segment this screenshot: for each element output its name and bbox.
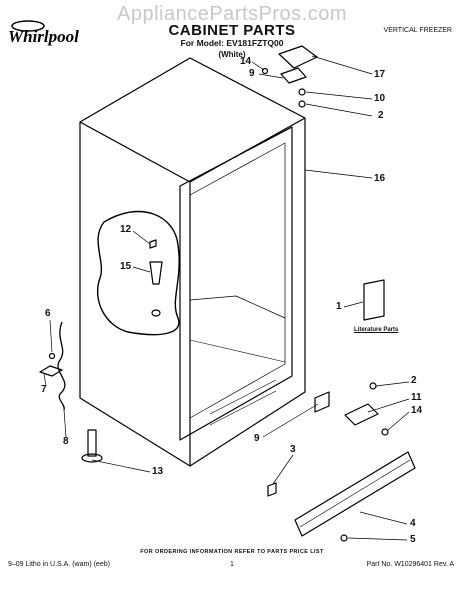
- side-cutaway: [96, 210, 180, 336]
- page-title: CABINET PARTS: [168, 22, 296, 39]
- hinge-cover: [278, 45, 318, 69]
- callout-14: 14: [240, 56, 252, 67]
- callout-12: 12: [120, 224, 132, 235]
- callout-17: 17: [374, 69, 386, 80]
- callout-2b: 2: [411, 375, 417, 386]
- svg-text:Whirlpool: Whirlpool: [8, 27, 79, 46]
- footer-part-number: Part No. W10296401 Rev. A: [366, 561, 454, 568]
- callout-6: 6: [45, 308, 51, 319]
- base-grille: [294, 451, 416, 537]
- callout-16: 16: [374, 173, 386, 184]
- callout-4: 4: [410, 518, 416, 529]
- callout-11: 11: [411, 392, 422, 403]
- product-category: VERTICAL FREEZER: [383, 27, 452, 34]
- cabinet-outline: [79, 57, 306, 467]
- callout-3: 3: [290, 444, 296, 455]
- callout-1: 1: [336, 301, 342, 312]
- model-color: (White): [218, 50, 246, 59]
- callout-2: 2: [378, 110, 384, 121]
- callout-9: 9: [249, 68, 255, 79]
- callout-14b: 14: [411, 405, 423, 416]
- power-cord: [57, 321, 66, 411]
- callout-5: 5: [410, 534, 416, 545]
- literature-parts-label: Literature Parts: [354, 327, 399, 333]
- callout-9b: 9: [254, 433, 260, 444]
- ordering-note: FOR ORDERING INFORMATION REFER TO PARTS …: [140, 549, 324, 555]
- whirlpool-logo: Whirlpool: [8, 20, 79, 46]
- literature-booklet: [363, 279, 385, 321]
- callout-8: 8: [63, 436, 69, 447]
- footer-litho: 9–09 Litho in U.S.A. (wam) (eeb): [8, 561, 110, 568]
- callout-15: 15: [120, 261, 132, 272]
- watermark: AppliancePartsPros.com: [117, 3, 347, 25]
- callout-13: 13: [152, 466, 164, 477]
- callout-7: 7: [41, 384, 47, 395]
- footer-page-number: 1: [230, 561, 234, 568]
- cabinet-liner: [179, 126, 293, 441]
- callout-10: 10: [374, 93, 386, 104]
- model-number: For Model: EV181FZTQ00: [180, 38, 284, 48]
